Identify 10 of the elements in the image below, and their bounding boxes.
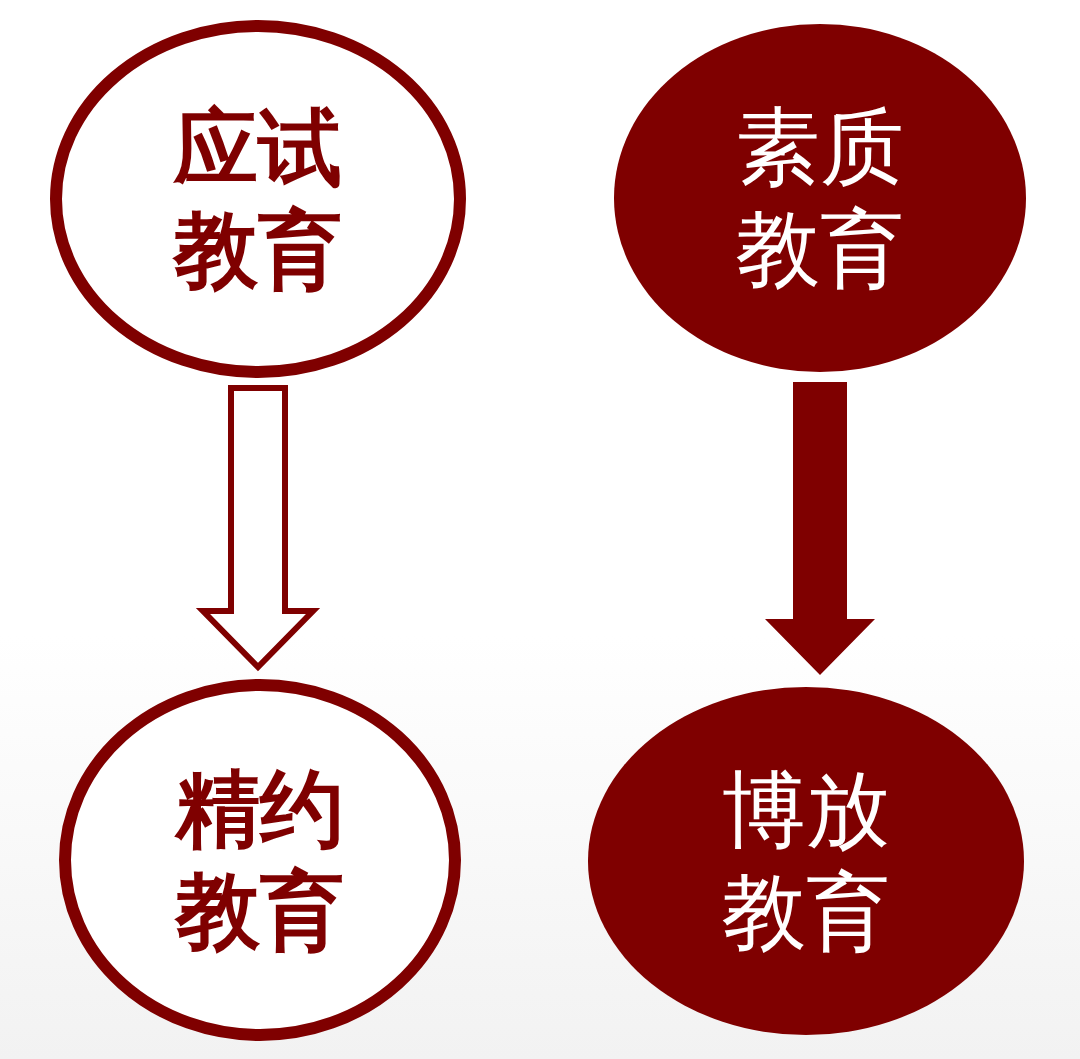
filled-ellipse-node (588, 687, 1024, 1035)
filled-ellipse-node (614, 24, 1026, 372)
outlined-ellipse-node (50, 20, 466, 378)
outlined-ellipse-node (59, 679, 461, 1041)
node-label: 精约教育 (176, 758, 344, 962)
block-arrow (765, 382, 875, 675)
node-label: 博放教育 (722, 759, 890, 963)
node-label: 素质教育 (736, 96, 904, 300)
node-label: 应试教育 (174, 97, 342, 301)
hollow-block-arrow (195, 385, 321, 672)
